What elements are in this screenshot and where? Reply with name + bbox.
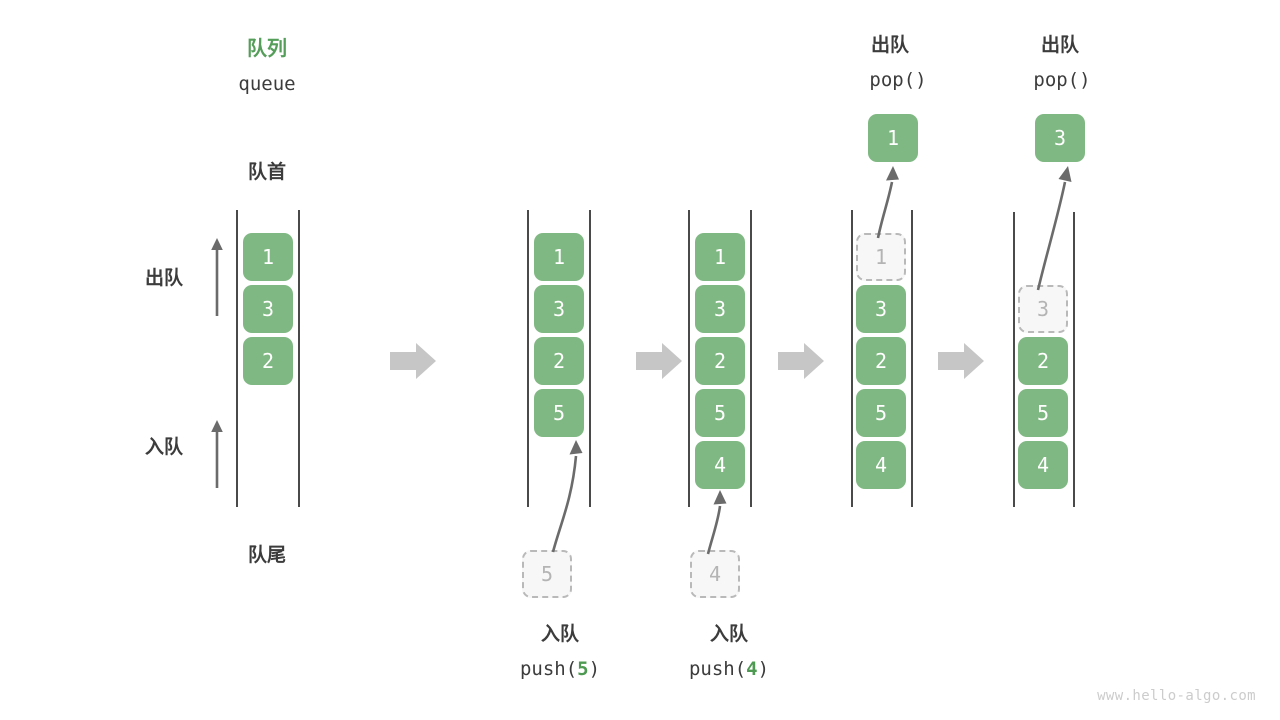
pop-caption-cn: 出队 <box>870 35 910 56</box>
queue-rail-right <box>1073 212 1075 507</box>
queue-item-new: 4 <box>695 441 745 489</box>
queue-item: 1 <box>534 233 584 281</box>
dequeue-label: 出队 <box>145 268 184 289</box>
queue-item: 2 <box>856 337 906 385</box>
push-code-prefix: push( <box>688 658 747 680</box>
push-caption-cn: 入队 <box>540 624 580 645</box>
push-motion-arrow <box>706 490 727 555</box>
pop-motion-arrow <box>876 166 899 239</box>
queue-rail-right <box>911 210 913 507</box>
queue-rail-left <box>851 210 853 507</box>
queue-item: 4 <box>1018 441 1068 489</box>
incoming-ghost-box: 4 <box>690 550 740 598</box>
queue-item-new: 5 <box>534 389 584 437</box>
queue-item: 5 <box>695 389 745 437</box>
queue-rail-right <box>750 210 752 507</box>
incoming-ghost-box: 5 <box>522 550 572 598</box>
queue-item: 2 <box>1018 337 1068 385</box>
pop-motion-arrow <box>1036 166 1072 291</box>
push-code-value: 5 <box>577 658 589 680</box>
removed-ghost-box: 1 <box>856 233 906 281</box>
pop-caption-code: pop() <box>1033 69 1091 91</box>
queue-item: 2 <box>695 337 745 385</box>
pop-caption-code: pop() <box>869 69 927 91</box>
queue-title-cn: 队列 <box>247 38 287 60</box>
flow-arrow-icon <box>938 343 984 379</box>
queue-title-en: queue <box>238 73 296 95</box>
push-caption-code: push(4) <box>689 657 769 683</box>
push-caption-cn: 入队 <box>709 624 749 645</box>
queue-item: 3 <box>856 285 906 333</box>
queue-item: 2 <box>534 337 584 385</box>
queue-rail-right <box>298 210 300 507</box>
push-code-prefix: push( <box>519 658 578 680</box>
queue-item: 5 <box>856 389 906 437</box>
rear-label: 队尾 <box>247 545 287 566</box>
queue-item: 3 <box>243 285 293 333</box>
popped-element-box: 3 <box>1035 114 1085 162</box>
flow-arrow-icon <box>636 343 682 379</box>
queue-rail-right <box>589 210 591 507</box>
queue-item: 5 <box>1018 389 1068 437</box>
queue-item: 1 <box>695 233 745 281</box>
push-motion-arrow <box>551 440 583 553</box>
push-code-suffix: ) <box>757 658 770 680</box>
flow-arrow-icon <box>778 343 824 379</box>
enqueue-direction-arrow <box>211 420 223 488</box>
front-label: 队首 <box>247 162 287 183</box>
queue-item: 3 <box>534 285 584 333</box>
queue-rail-left <box>527 210 529 507</box>
queue-rail-left <box>236 210 238 507</box>
queue-rail-left <box>688 210 690 507</box>
dequeue-direction-arrow <box>211 238 223 316</box>
pop-caption-cn: 出队 <box>1040 35 1080 56</box>
push-code-value: 4 <box>746 658 758 680</box>
queue-item: 4 <box>856 441 906 489</box>
push-code-suffix: ) <box>588 658 601 680</box>
queue-item: 3 <box>695 285 745 333</box>
popped-element-box: 1 <box>868 114 918 162</box>
removed-ghost-box: 3 <box>1018 285 1068 333</box>
watermark: www.hello-algo.com <box>1097 688 1256 704</box>
queue-item: 2 <box>243 337 293 385</box>
queue-rail-left <box>1013 212 1015 507</box>
enqueue-label: 入队 <box>145 437 184 458</box>
queue-item: 1 <box>243 233 293 281</box>
flow-arrow-icon <box>390 343 436 379</box>
push-caption-code: push(5) <box>520 657 600 683</box>
